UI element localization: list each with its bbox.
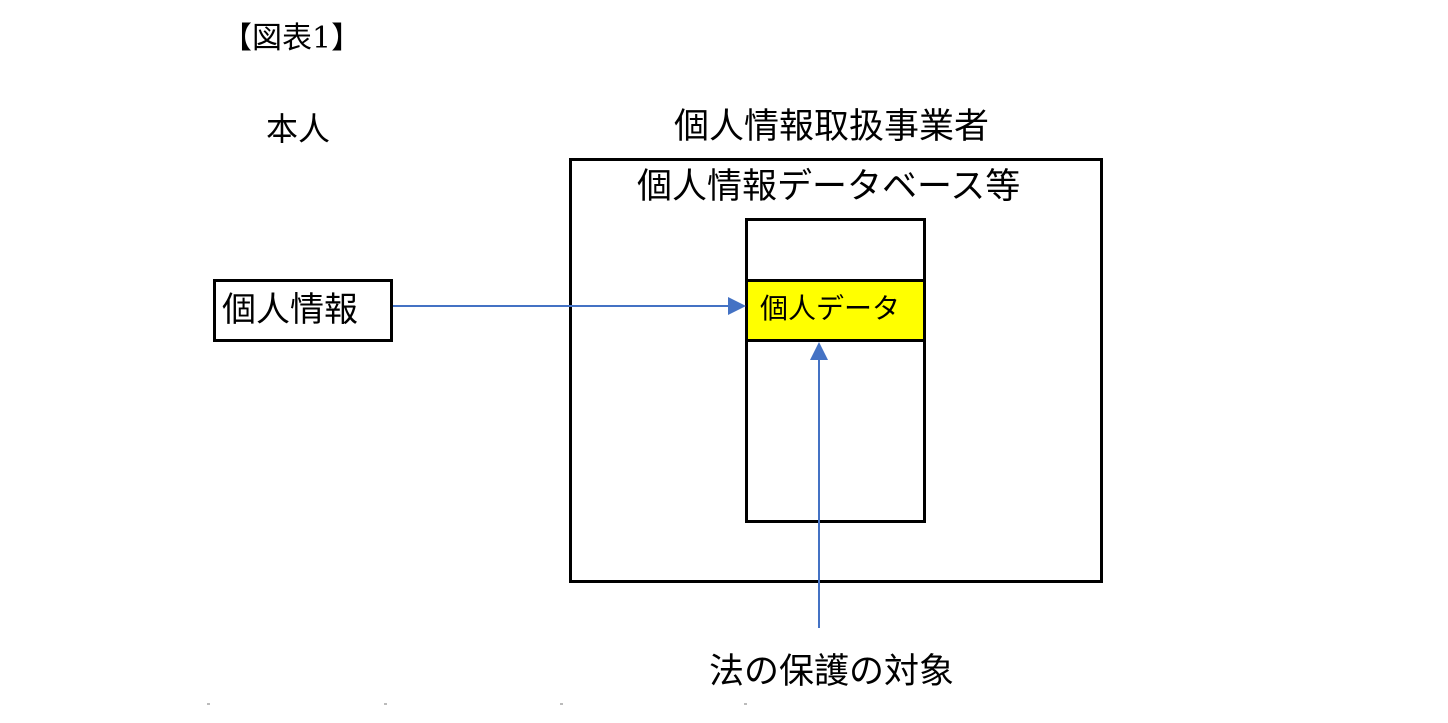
bottom-marks	[207, 703, 747, 705]
personal-info-box	[213, 279, 393, 342]
figure-title: 【図表1】	[222, 21, 362, 56]
database-box	[745, 218, 926, 523]
personal-info-label: 個人情報	[222, 290, 358, 330]
database-label: 個人情報データベース等	[637, 167, 1021, 207]
personal-data-box	[745, 279, 926, 342]
arrowhead-right-icon	[728, 297, 746, 315]
person-label: 本人	[266, 110, 331, 148]
business-label: 個人情報取扱事業者	[674, 107, 990, 147]
arrowhead-up-icon	[810, 342, 828, 360]
personal-data-label: 個人データ	[760, 292, 901, 325]
protection-label: 法の保護の対象	[709, 652, 955, 692]
